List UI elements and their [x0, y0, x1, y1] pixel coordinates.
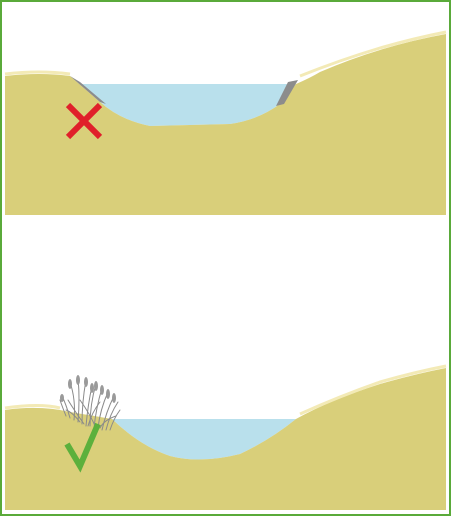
diagram-canvas: [0, 0, 451, 516]
bank-comparison-figure: [0, 0, 451, 516]
